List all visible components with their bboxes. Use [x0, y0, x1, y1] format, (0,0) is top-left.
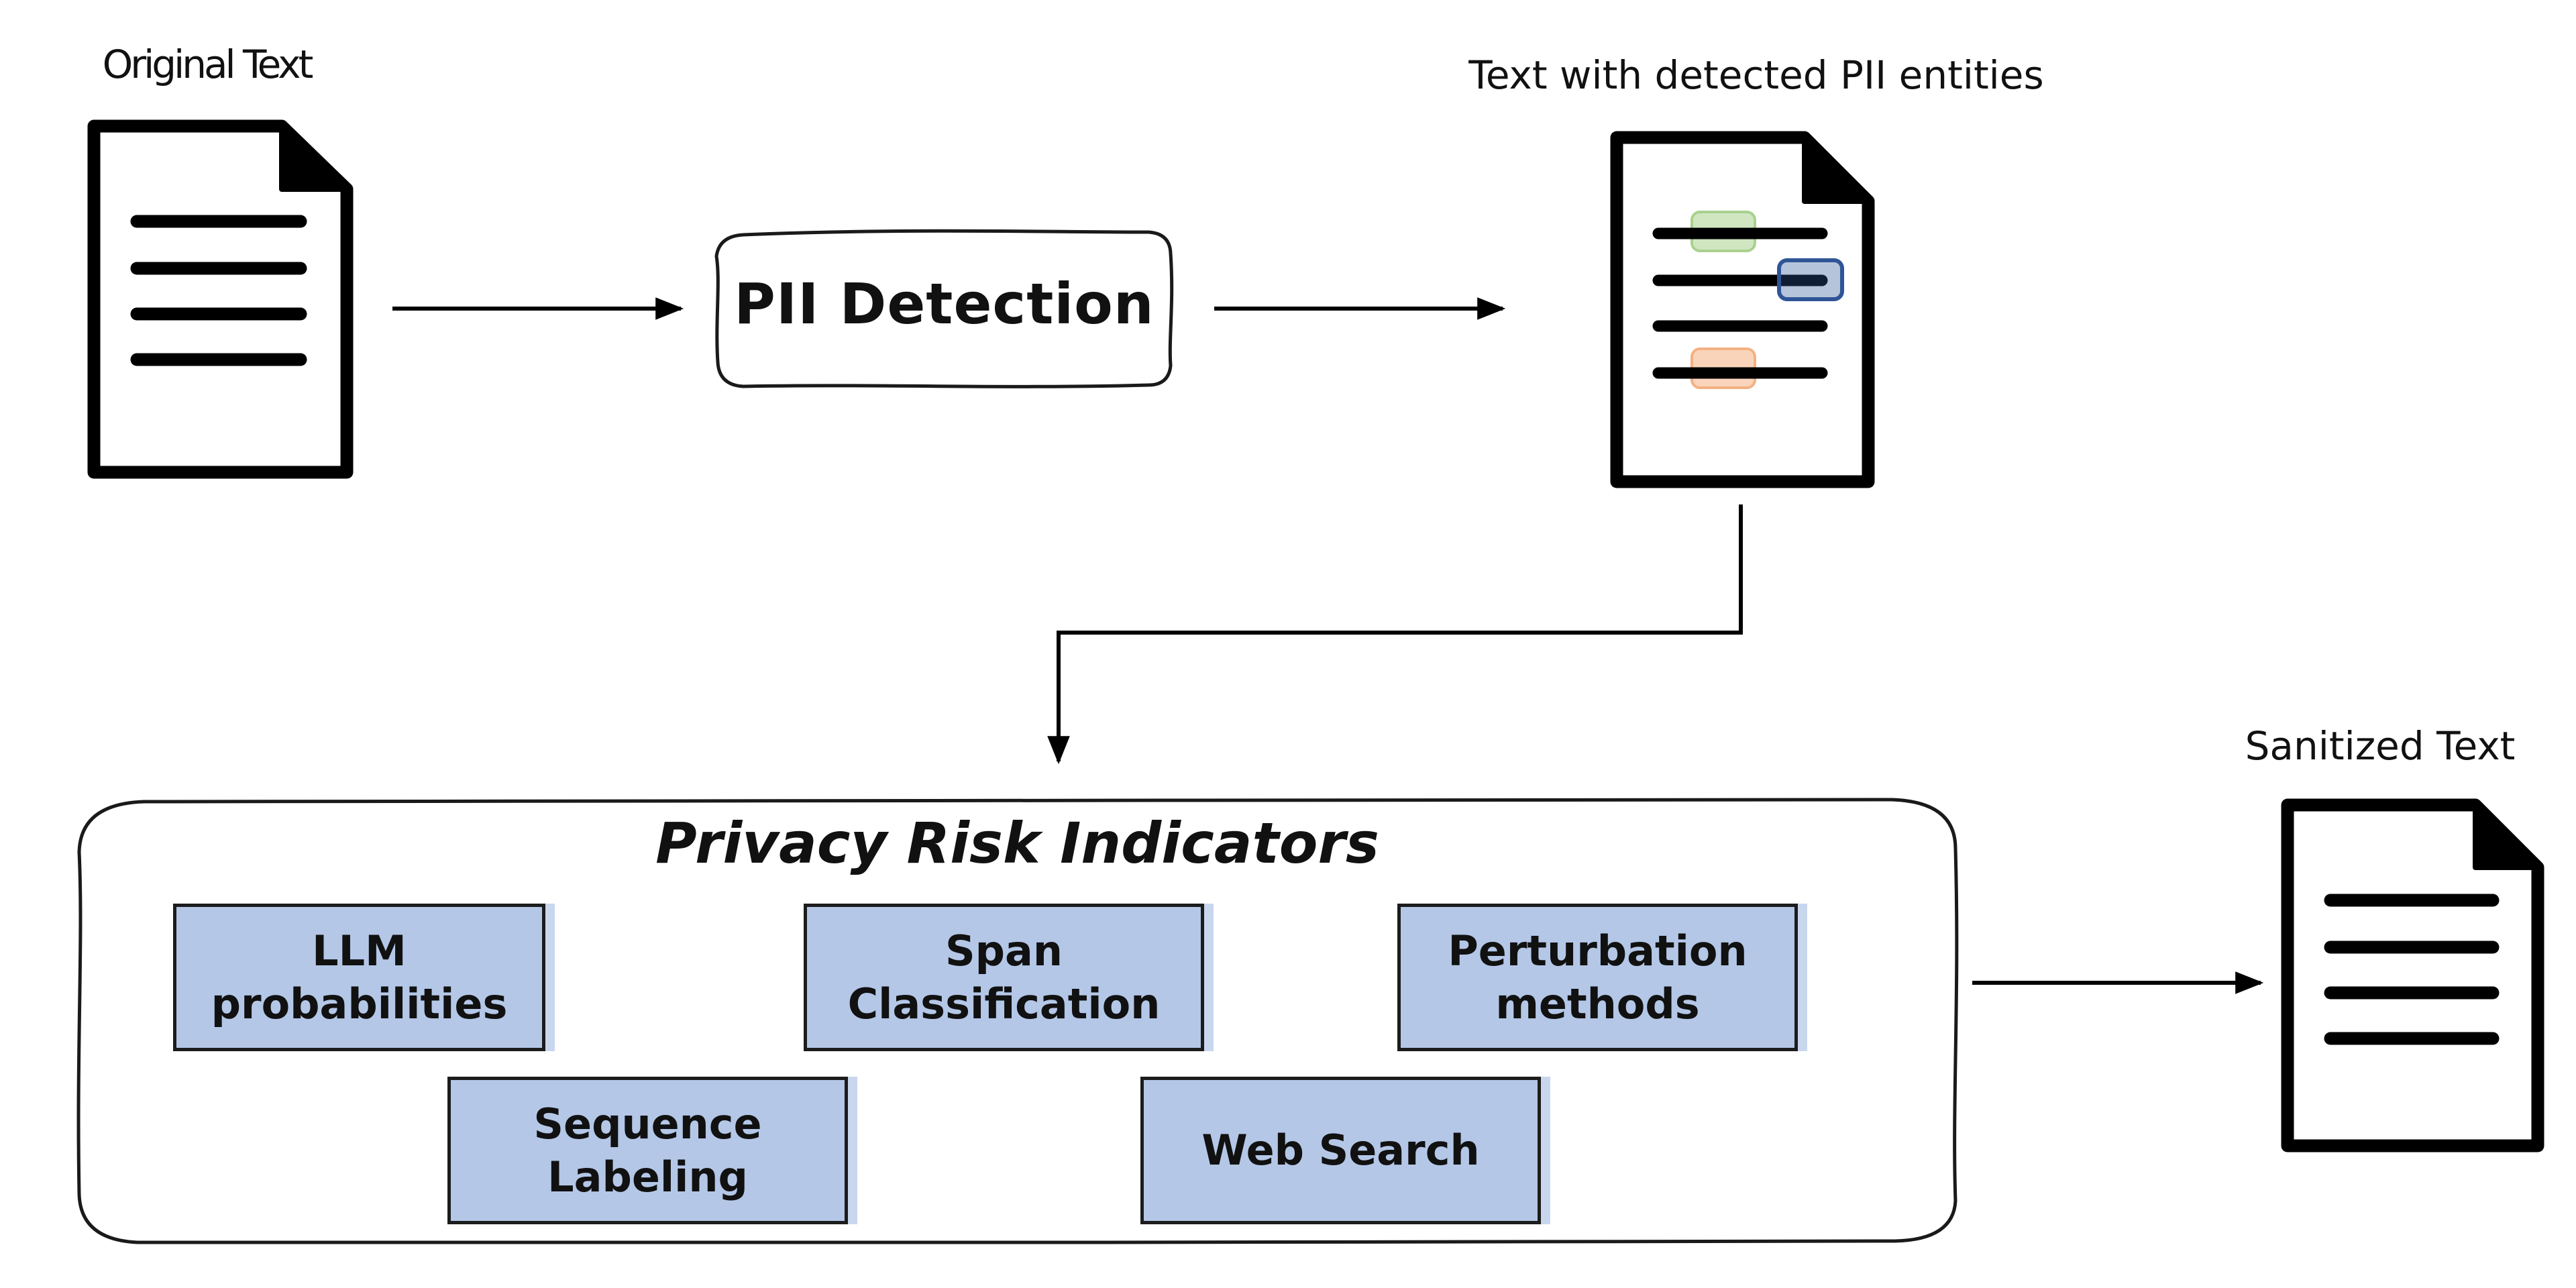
method-perturbation-methods: Perturbation methods	[1397, 904, 1798, 1051]
original-text-label: Original Text	[102, 42, 314, 87]
method-span-classification: Span Classification	[804, 904, 1204, 1051]
original-document-icon	[87, 119, 354, 479]
arrow-detected-to-indicators	[1047, 504, 1743, 765]
method-label: Perturbation methods	[1448, 926, 1748, 1028]
pii-detection-box	[714, 229, 1174, 388]
method-web-search: Web Search	[1140, 1077, 1541, 1224]
method-label: Sequence Labeling	[533, 1099, 762, 1201]
detected-document-icon	[1610, 131, 1875, 488]
detected-text-label: Text with detected PII entities	[1468, 52, 2044, 98]
method-label: LLM probabilities	[211, 926, 508, 1028]
method-sequence-labeling: Sequence Labeling	[447, 1077, 848, 1224]
method-llm-probabilities: LLM probabilities	[173, 904, 545, 1051]
method-label: Span Classification	[847, 926, 1161, 1028]
pii-detection-label: PII Detection	[734, 271, 1155, 337]
sanitized-document-icon	[2281, 798, 2544, 1152]
sanitized-text-label: Sanitized Text	[2245, 723, 2516, 769]
indicators-title: Privacy Risk Indicators	[655, 810, 1379, 876]
pii-highlight-blue	[1777, 258, 1844, 301]
method-label: Web Search	[1201, 1126, 1480, 1175]
